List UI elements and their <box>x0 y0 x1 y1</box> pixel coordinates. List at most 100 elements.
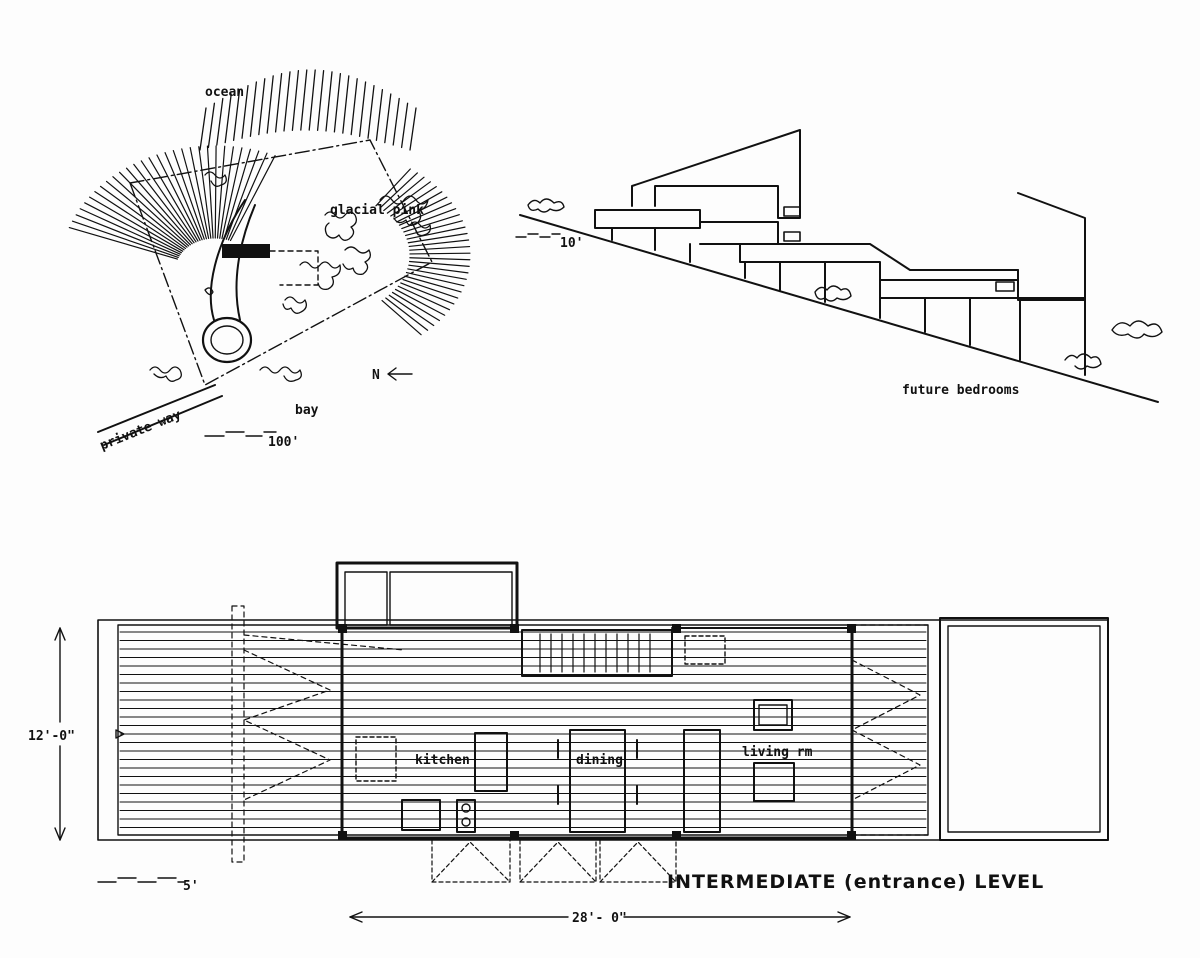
property-boundary <box>129 139 433 386</box>
hatch-line <box>105 180 188 248</box>
hatch-line <box>388 294 435 327</box>
plan-scale-bar <box>97 877 185 883</box>
hatch-line <box>400 102 409 149</box>
hatch-line <box>385 297 429 331</box>
hatch-line <box>79 208 181 255</box>
hatch-line <box>316 70 325 132</box>
height-dimension-label: 12'-0" <box>28 729 75 744</box>
left-screen-dashed <box>231 605 405 863</box>
section-window-b <box>783 231 801 242</box>
structural-columns <box>338 624 856 840</box>
living-chair-seat <box>758 704 788 726</box>
hatch-line <box>379 172 418 209</box>
lower-roof-volume <box>1017 192 1086 301</box>
east-slope-hatching <box>375 168 471 336</box>
hatch-line <box>71 220 179 258</box>
section-scale-bar <box>515 233 561 238</box>
deck-boards <box>119 631 927 828</box>
vegetation-scribbles <box>149 171 432 382</box>
hatch-line <box>308 69 316 131</box>
living-sofa <box>683 729 721 833</box>
closet-dashed <box>684 635 726 665</box>
plan-scale-label: 5' <box>183 879 199 894</box>
hatch-line <box>84 202 182 254</box>
hatch-line <box>300 69 308 131</box>
north-label: N <box>372 368 380 383</box>
lower-bedroom-floor <box>879 279 1086 299</box>
hatch-line <box>375 89 384 142</box>
living-table <box>753 762 795 802</box>
hatch-line <box>216 145 226 239</box>
hatch-line <box>266 75 274 134</box>
hatch-line <box>216 97 224 146</box>
hatch-line <box>398 202 453 226</box>
hatch-line <box>409 252 471 255</box>
section-window-a <box>783 206 801 217</box>
ground-slope-line <box>519 214 1159 403</box>
stair <box>521 629 673 677</box>
hatch-line <box>232 89 241 142</box>
drive-turnaround <box>201 316 253 364</box>
hatch-line <box>189 146 210 240</box>
future-bedrooms-label: future bedrooms <box>902 383 1019 398</box>
hatch-line <box>274 72 283 133</box>
kitchen-sink <box>401 799 441 831</box>
hatch-line <box>207 102 216 149</box>
house-walls <box>340 626 854 840</box>
hatch-line <box>407 232 468 244</box>
ocean-slope-hatching <box>199 69 417 151</box>
hatch-line <box>140 160 197 243</box>
hatch-line <box>404 275 462 293</box>
range-burner-b <box>461 817 471 827</box>
hatch-line <box>112 176 190 247</box>
folding-doors <box>431 839 677 883</box>
site-scale-bar <box>204 431 277 437</box>
range-burner-a <box>461 803 471 813</box>
section-window-c <box>995 281 1015 292</box>
hatch-line <box>342 75 350 134</box>
floor-plan: 12'-0" 28'- 0" 5' kitchen dining living … <box>28 561 1109 926</box>
hatch-line <box>358 81 367 137</box>
hatch-line <box>206 145 214 239</box>
kitchen-range <box>456 799 476 833</box>
length-dimension-line <box>349 911 851 923</box>
hatch-line <box>406 226 466 240</box>
hatch-line <box>325 71 333 132</box>
plan-title: INTERMEDIATE (entrance) LEVEL <box>667 871 1044 893</box>
hatch-line <box>392 97 400 146</box>
drive-turnaround-inner <box>210 325 244 355</box>
hatch-line <box>375 168 411 207</box>
private-way-road-edge-b <box>103 395 223 446</box>
hatch-line <box>133 163 195 244</box>
west-slope-hatching <box>68 145 276 260</box>
bay-projection <box>335 561 519 630</box>
hatch-line <box>409 257 471 261</box>
drive-path-west <box>209 199 246 321</box>
section-shrubs <box>527 198 1163 370</box>
hatch-line <box>409 107 417 151</box>
house-footprint <box>222 244 270 258</box>
hatch-line <box>224 93 232 144</box>
glacial-pink-label: glacial pink <box>330 203 424 218</box>
hatch-line <box>409 245 471 251</box>
hatch-line <box>367 85 375 139</box>
north-arrow-icon <box>387 367 413 381</box>
hatch-line <box>125 167 193 245</box>
hatch-line <box>94 191 185 251</box>
hatch-line <box>214 145 217 239</box>
dining-label: dining <box>576 753 623 768</box>
ocean-label: ocean <box>205 85 244 100</box>
future-extension-outline <box>269 250 319 286</box>
upper-roof-volume <box>631 129 801 219</box>
hatch-line <box>89 196 184 252</box>
dining-table <box>569 729 626 833</box>
hatch-line <box>75 214 180 257</box>
living-room-label: living rm <box>742 745 813 760</box>
upper-deck <box>594 209 701 229</box>
hatch-line <box>391 291 441 322</box>
hatch-line <box>407 268 467 280</box>
hatch-line <box>258 78 266 136</box>
hatch-line <box>405 271 465 287</box>
